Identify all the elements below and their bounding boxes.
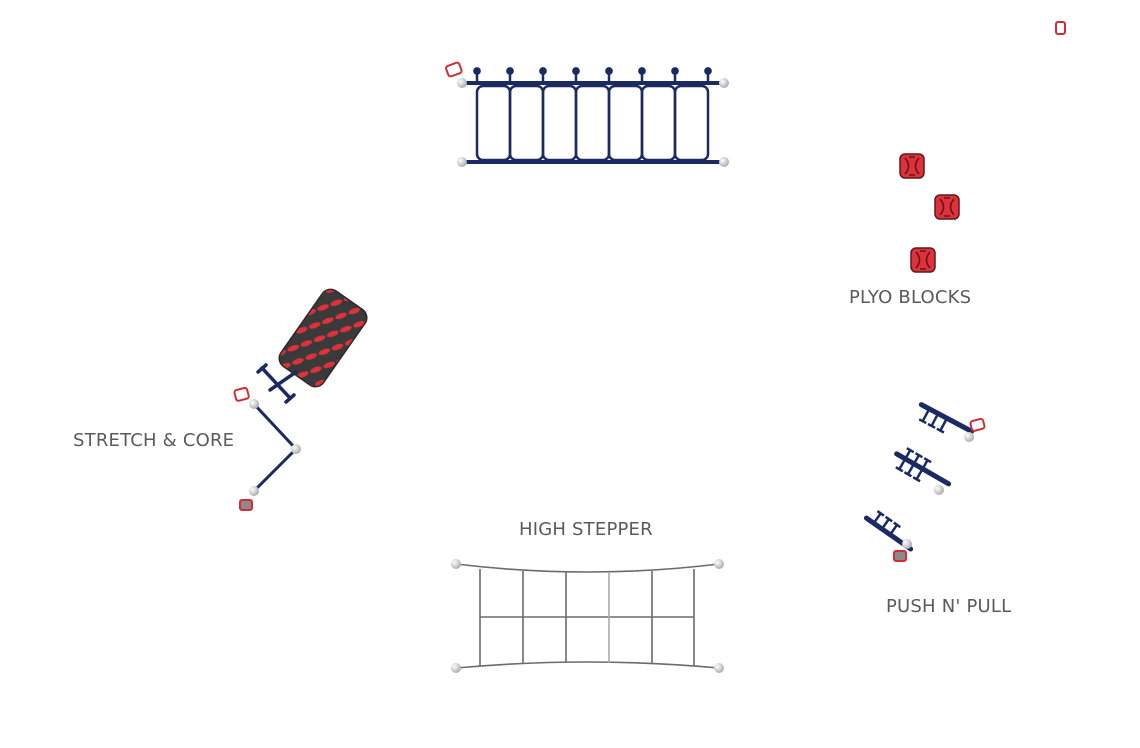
push-pull-sign: [893, 550, 907, 562]
push-pull-cap: [934, 485, 944, 495]
push-pull-unit: [894, 447, 952, 487]
ladder-sign: [445, 61, 463, 78]
stretch-sign-top: [233, 386, 250, 402]
high-stepper-net: [455, 563, 720, 669]
ladder-pegs: [473, 67, 712, 84]
push-pull-station: [863, 402, 986, 562]
high-stepper-caps: [451, 559, 724, 673]
station-label-push-pull: PUSH N' PULL: [886, 596, 1011, 617]
overhead-ladder: [445, 61, 729, 167]
stretch-handle: [256, 363, 298, 404]
stretch-core-station: [233, 288, 368, 511]
push-pull-cap: [964, 432, 974, 442]
plyo-block: [899, 153, 925, 179]
sign-marker-corner: [1055, 21, 1066, 35]
plyo-block: [910, 247, 936, 273]
plyo-blocks: [899, 153, 960, 273]
stretch-frame: [252, 402, 299, 493]
plyo-block: [934, 194, 960, 220]
stretch-roller: [278, 288, 368, 388]
push-pull-sign: [969, 417, 986, 432]
station-label-plyo-blocks: PLYO BLOCKS: [849, 287, 971, 308]
net-edge-bottom: [455, 661, 720, 669]
station-label-stretch-core: STRETCH & CORE: [73, 430, 234, 451]
stretch-caps: [249, 399, 301, 496]
push-pull-cap: [902, 539, 912, 549]
ladder-caps: [457, 78, 729, 167]
stretch-sign-bottom: [239, 499, 253, 511]
push-pull-unit: [918, 402, 975, 434]
station-label-high-stepper: HIGH STEPPER: [519, 519, 653, 540]
net-edge-top: [455, 563, 720, 573]
ladder-loops: [475, 84, 710, 162]
